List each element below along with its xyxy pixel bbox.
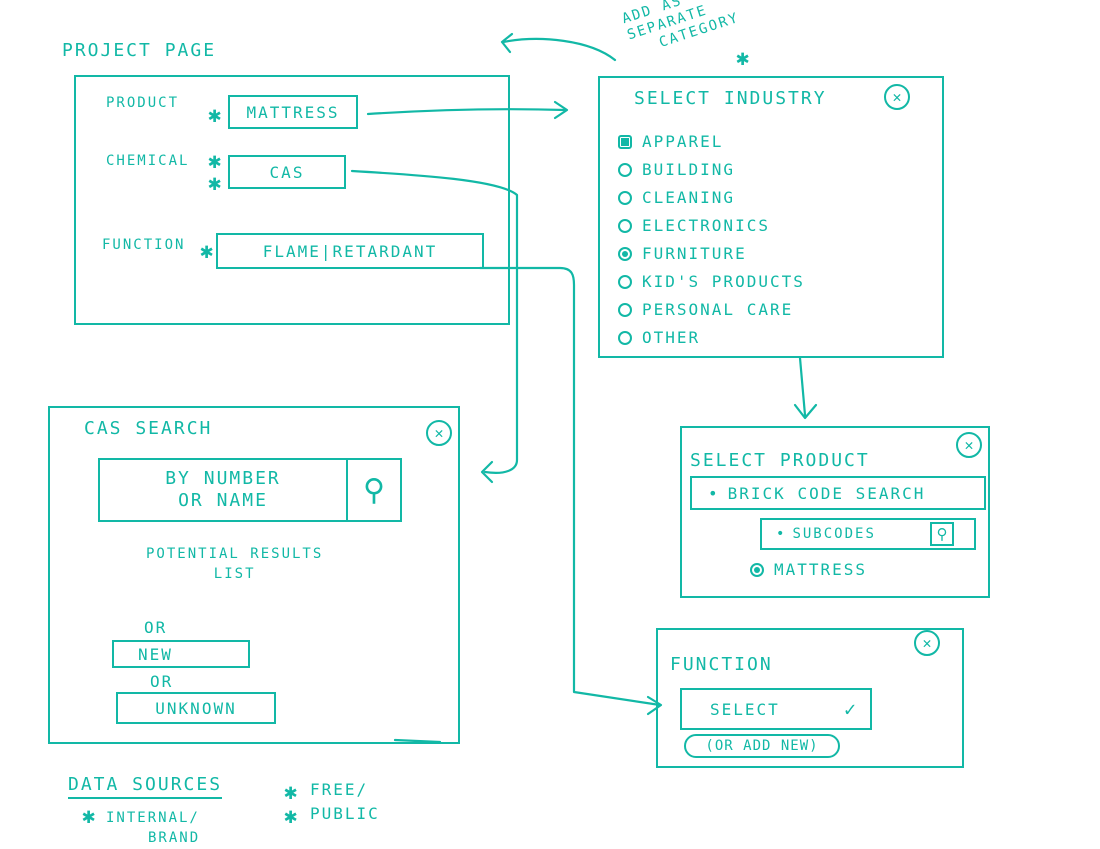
potential-results-list: POTENTIAL RESULTS LIST [146,544,323,584]
product-result-label: MATTRESS [774,560,868,579]
function-select[interactable]: SELECT ✓ [680,688,872,730]
project-page-title: PROJECT PAGE [62,40,217,61]
internal-source-marker: ✱ [208,103,222,128]
select-industry-title: SELECT INDUSTRY [634,88,827,109]
radio-empty-icon [618,190,632,205]
bullet-icon: • [708,483,720,503]
radio-selected-icon [618,246,632,261]
radio-empty-icon [618,162,632,177]
cas-input-line-1: BY NUMBER [165,468,281,489]
internal-line-2: BRAND [148,830,201,846]
internal-line-1: INTERNAL/ [106,810,200,826]
cas-search-button[interactable]: ⚲ [346,458,402,522]
radio-empty-icon [618,330,632,345]
industry-option-label: KID'S PRODUCTS [642,272,805,291]
radio-empty-icon [618,218,632,233]
free-line-2: PUBLIC [310,804,380,823]
product-field[interactable]: MATTRESS [228,95,358,129]
free-source-marker: ✱ [284,804,298,829]
radio-selected-icon [618,134,632,149]
industry-option[interactable]: OTHER [618,328,700,347]
free-source-marker: ✱ [284,780,298,805]
function-field[interactable]: FLAME|RETARDANT [216,233,484,269]
cas-input-line-2: OR NAME [178,490,268,511]
free-public-legend: FREE/ PUBLIC [310,778,380,826]
subcodes-search[interactable]: • SUBCODES ⚲ [760,518,976,550]
radio-empty-icon [618,274,632,289]
bullet-icon: • [776,526,787,542]
internal-source-marker: ✱ [208,171,222,196]
industry-option[interactable]: ELECTRONICS [618,216,770,235]
add-new-link[interactable]: (OR ADD NEW) [684,734,840,758]
cas-search-dialog: CAS SEARCH ✕ BY NUMBER OR NAME ⚲ POTENTI… [48,406,460,744]
cas-search-input[interactable]: BY NUMBER OR NAME [98,458,348,522]
industry-option-label: FURNITURE [642,244,747,263]
search-icon[interactable]: ⚲ [930,522,954,546]
new-button[interactable]: NEW [112,640,250,668]
internal-brand-legend: INTERNAL/ BRAND [106,808,200,848]
unknown-button[interactable]: UNKNOWN [116,692,276,724]
close-icon[interactable]: ✕ [914,630,940,656]
brick-code-search[interactable]: • BRICK CODE SEARCH [690,476,986,510]
radio-empty-icon [618,302,632,317]
cas-search-title: CAS SEARCH [84,418,213,439]
industry-option[interactable]: KID'S PRODUCTS [618,272,805,291]
industry-option-label: BUILDING [642,160,736,179]
industry-option[interactable]: PERSONAL CARE [618,300,793,319]
function-select-label: SELECT [710,699,780,719]
function-dialog: FUNCTION ✕ SELECT ✓ (OR ADD NEW) [656,628,964,768]
internal-source-marker: ✱ [200,239,214,264]
industry-option-label: PERSONAL CARE [642,300,794,319]
results-line-2: LIST [213,566,256,582]
internal-source-marker: ✱ [208,149,222,174]
select-industry-dialog: SELECT INDUSTRY ✕ APPAREL BUILDING CLEANIN… [598,76,944,358]
chevron-down-icon: ✓ [843,697,856,721]
select-product-dialog: SELECT PRODUCT ✕ • BRICK CODE SEARCH • S… [680,426,990,598]
free-source-marker: ✱ [736,46,750,71]
radio-selected-icon [750,562,764,577]
select-product-title: SELECT PRODUCT [690,450,870,471]
chemical-label: CHEMICAL [106,153,190,169]
industry-option-label: OTHER [642,328,701,347]
industry-option-label: ELECTRONICS [642,216,770,235]
product-result-option[interactable]: MATTRESS [750,560,867,579]
results-line-1: POTENTIAL RESULTS [146,546,324,562]
free-line-1: FREE/ [310,780,369,799]
industry-option-label: APPAREL [642,132,724,151]
or-label: OR [150,672,174,691]
chemical-field[interactable]: CAS [228,155,346,189]
industry-option[interactable]: APPAREL [618,132,723,151]
search-icon: ⚲ [363,472,385,508]
internal-source-marker: ✱ [82,804,96,829]
industry-option[interactable]: BUILDING [618,160,735,179]
function-panel-title: FUNCTION [670,654,773,675]
close-icon[interactable]: ✕ [426,420,452,446]
function-label: FUNCTION [102,237,186,253]
or-label: OR [144,618,168,637]
industry-option[interactable]: FURNITURE [618,244,747,263]
industry-option-label: CLEANING [642,188,736,207]
project-page-panel: PRODUCT ✱ MATTRESS CHEMICAL ✱ ✱ CAS FUNC… [74,75,510,325]
industry-option[interactable]: CLEANING [618,188,735,207]
close-icon[interactable]: ✕ [884,84,910,110]
product-label: PRODUCT [106,95,180,111]
close-icon[interactable]: ✕ [956,432,982,458]
data-sources-title: DATA SOURCES [68,774,223,799]
subcodes-label: SUBCODES [792,526,876,542]
brick-code-search-label: BRICK CODE SEARCH [727,483,926,503]
